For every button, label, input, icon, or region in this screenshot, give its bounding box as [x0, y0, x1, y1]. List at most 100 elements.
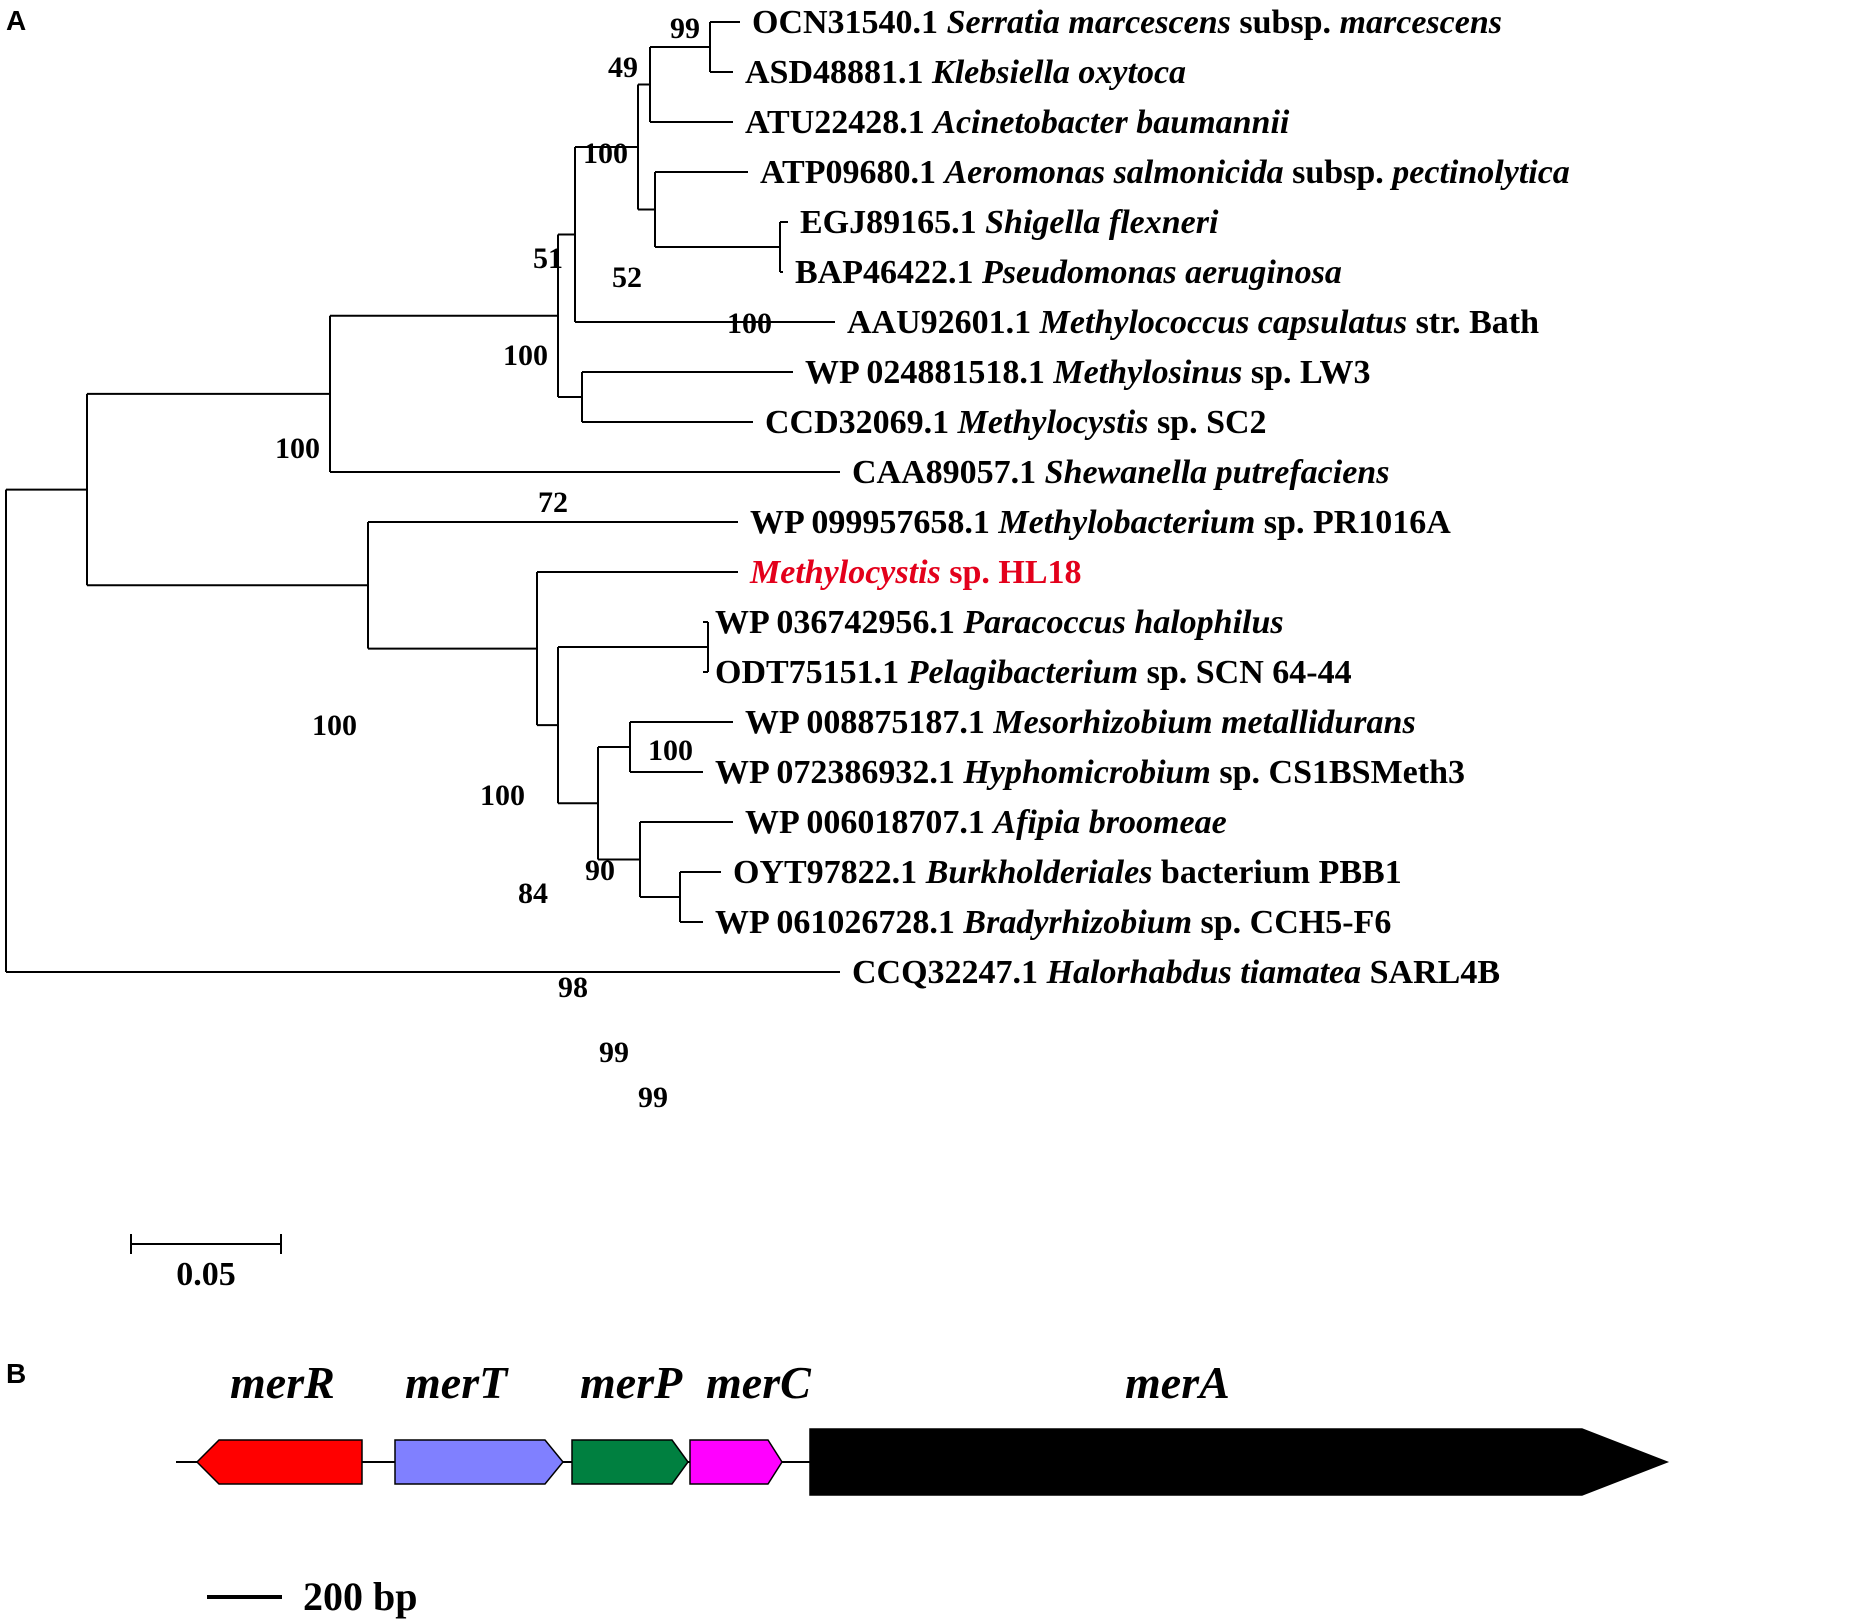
leaf-species-italic: pectinolytica: [1389, 154, 1570, 191]
gene-label-merT: merT: [405, 1357, 509, 1408]
panel-label-a: A: [6, 5, 26, 36]
leaf-species-italic: Shigella flexneri: [985, 204, 1219, 241]
leaf-label: ATU22428.1 Acinetobacter baumannii: [745, 104, 1290, 141]
operon-scale-bar: 200 bp: [207, 1574, 418, 1619]
bootstrap-value: 99: [638, 1081, 668, 1114]
bootstrap-value: 100: [583, 137, 628, 170]
leaf-label: OCN31540.1 Serratia marcescens subsp. ma…: [752, 4, 1502, 41]
leaf-species-italic: Aeromonas salmonicida: [942, 154, 1283, 191]
leaf-accession: EGJ89165.1: [800, 204, 985, 241]
bootstrap-value: 100: [275, 432, 320, 465]
tree-branches: [5, 21, 840, 973]
leaf-species-text: sp. SCN 64-44: [1138, 654, 1351, 691]
leaf-accession: ATP09680.1: [760, 154, 944, 191]
leaf-accession: ATU22428.1: [745, 104, 933, 141]
bootstrap-value: 98: [558, 971, 588, 1004]
gene-arrow-merT: [394, 1439, 564, 1485]
leaf-species-text: sp. PR1016A: [1255, 504, 1451, 541]
leaf-label: WP 024881518.1 Methylosinus sp. LW3: [805, 354, 1371, 391]
tree-scale-bar: 0.05: [130, 1234, 282, 1293]
leaf-species-italic: Burkholderiales: [925, 854, 1153, 891]
leaf-species-italic: Methylocystis: [957, 404, 1149, 441]
gene-label-merP: merP: [580, 1357, 683, 1408]
leaf-accession: WP 061026728.1: [715, 904, 963, 941]
leaf-species-text: str. Bath: [1407, 304, 1539, 341]
leaf-species-italic: Afipia broomeae: [991, 804, 1226, 841]
leaf-species-text: subsp.: [1231, 4, 1340, 41]
leaf-accession: CCQ32247.1: [852, 954, 1047, 991]
leaf-label: WP 061026728.1 Bradyrhizobium sp. CCH5-F…: [715, 904, 1391, 941]
leaf-accession: WP 006018707.1: [745, 804, 993, 841]
gene-label-merR: merR: [230, 1357, 335, 1408]
bootstrap-value: 100: [503, 339, 548, 372]
bootstrap-value: 100: [727, 307, 772, 340]
bootstrap-value: 100: [312, 709, 357, 742]
leaf-label: BAP46422.1 Pseudomonas aeruginosa: [795, 254, 1342, 291]
gene-arrow-merR: [195, 1439, 363, 1485]
leaf-species-italic: Pelagibacterium: [907, 654, 1138, 691]
leaf-species-italic: Bradyrhizobium: [962, 904, 1192, 941]
operon-scale-label: 200 bp: [303, 1574, 418, 1619]
leaf-accession: WP 008875187.1: [745, 704, 993, 741]
leaf-accession: CCD32069.1: [765, 404, 958, 441]
leaf-accession: ODT75151.1: [715, 654, 908, 691]
leaf-species-italic: Klebsiella oxytoca: [931, 54, 1186, 91]
leaf-accession: WP 024881518.1: [805, 354, 1053, 391]
gene-label-merA: merA: [1125, 1357, 1230, 1408]
bootstrap-value: 49: [608, 51, 638, 84]
leaf-species-italic: Methylosinus: [1052, 354, 1242, 391]
leaf-species-italic: Mesorhizobium metallidurans: [992, 704, 1415, 741]
gene-arrow-merC: [689, 1439, 783, 1485]
leaf-label: ATP09680.1 Aeromonas salmonicida subsp. …: [760, 154, 1570, 191]
leaf-accession: WP 099957658.1: [750, 504, 998, 541]
leaf-species-italic: marcescens: [1340, 4, 1502, 41]
bootstrap-value: 84: [518, 877, 548, 910]
leaf-species-italic: Shewanella putrefaciens: [1045, 454, 1390, 491]
leaf-accession: WP 036742956.1: [715, 604, 963, 641]
leaf-species-text: sp. LW3: [1242, 354, 1370, 391]
bootstrap-value: 99: [599, 1036, 629, 1069]
leaf-species-italic: Hyphomicrobium: [962, 754, 1210, 791]
leaf-label: OYT97822.1 Burkholderiales bacterium PBB…: [733, 854, 1402, 891]
leaf-species-italic: Pseudomonas aeruginosa: [981, 254, 1342, 291]
leaf-accession: OYT97822.1: [733, 854, 926, 891]
leaf-species-italic: Methylobacterium: [997, 504, 1255, 541]
leaf-accession: AAU92601.1: [847, 304, 1040, 341]
leaf-label: WP 036742956.1 Paracoccus halophilus: [715, 604, 1284, 641]
bootstrap-value: 90: [585, 854, 615, 887]
leaf-label: ODT75151.1 Pelagibacterium sp. SCN 64-44: [715, 654, 1352, 691]
gene-arrow-merA: [809, 1428, 1670, 1496]
bootstrap-value: 72: [538, 486, 568, 519]
leaf-label: WP 099957658.1 Methylobacterium sp. PR10…: [750, 504, 1451, 541]
leaf-label: CCQ32247.1 Halorhabdus tiamatea SARL4B: [852, 954, 1500, 991]
leaf-label: ASD48881.1 Klebsiella oxytoca: [745, 54, 1186, 91]
bootstrap-value: 100: [648, 734, 693, 767]
leaf-label: AAU92601.1 Methylococcus capsulatus str.…: [847, 304, 1539, 341]
gene-label-merC: merC: [706, 1357, 812, 1408]
leaf-species-italic: Serratia marcescens: [947, 4, 1231, 41]
leaf-species-text: sp. HL18: [941, 554, 1082, 591]
leaf-species-italic: Halorhabdus tiamatea: [1046, 954, 1362, 991]
leaf-species-text: bacterium PBB1: [1152, 854, 1401, 891]
leaf-accession: CAA89057.1: [852, 454, 1045, 491]
bootstrap-value: 99: [670, 12, 700, 45]
leaf-label: WP 072386932.1 Hyphomicrobium sp. CS1BSM…: [715, 754, 1465, 791]
gene-arrow-merP: [571, 1439, 689, 1485]
leaf-accession: OCN31540.1: [752, 4, 947, 41]
leaf-accession: WP 072386932.1: [715, 754, 963, 791]
bootstrap-value: 52: [612, 261, 642, 294]
leaf-species-text: SARL4B: [1361, 954, 1500, 991]
leaf-species-italic: Methylococcus capsulatus: [1039, 304, 1407, 341]
leaf-accession: ASD48881.1: [745, 54, 932, 91]
leaf-accession: BAP46422.1: [795, 254, 982, 291]
leaf-species-italic: Methylocystis: [749, 554, 941, 591]
scale-bar-label: 0.05: [176, 1256, 236, 1293]
mer-operon-map: merR merT merP merC merA: [176, 1357, 1670, 1496]
bootstrap-value: 51: [533, 242, 563, 275]
bootstrap-value: 100: [480, 779, 525, 812]
leaf-species-italic: Acinetobacter baumannii: [931, 104, 1290, 141]
leaf-species-text: sp. SC2: [1148, 404, 1266, 441]
leaf-species-italic: Paracoccus halophilus: [962, 604, 1283, 641]
leaf-label: Methylocystis sp. HL18: [749, 554, 1082, 591]
leaf-labels: OCN31540.1 Serratia marcescens subsp. ma…: [715, 4, 1570, 991]
